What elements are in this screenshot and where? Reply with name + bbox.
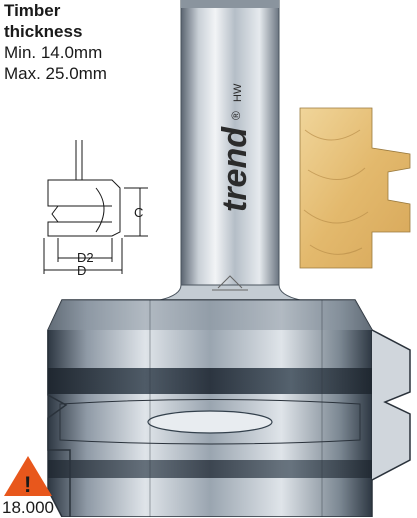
warning-icon <box>4 456 52 496</box>
cutter-body <box>47 299 411 517</box>
profile-dimension-diagram <box>43 140 148 274</box>
spec-heading-line1: Timber <box>4 1 61 20</box>
spec-max: Max. 25.0mm <box>4 64 107 83</box>
spec-heading-line2: thickness <box>4 22 83 41</box>
warning-symbol: ! <box>24 472 31 497</box>
dimension-label-d2: D2 <box>77 250 94 265</box>
dimension-label-d: D <box>77 263 86 278</box>
cutter-shank <box>159 0 301 301</box>
grade-label: HW <box>232 83 244 102</box>
brand-logo-text: trend <box>216 126 254 212</box>
timber-profile-sample <box>299 107 411 269</box>
spec-min: Min. 14.0mm <box>4 43 103 62</box>
timber-thickness-spec: Timber thickness Min. 14.0mm Max. 25.0mm <box>4 0 107 84</box>
brand-registered-mark: ® <box>229 111 243 120</box>
dimension-label-c: C <box>134 205 143 220</box>
max-rpm-label: 18.000 <box>2 498 54 517</box>
